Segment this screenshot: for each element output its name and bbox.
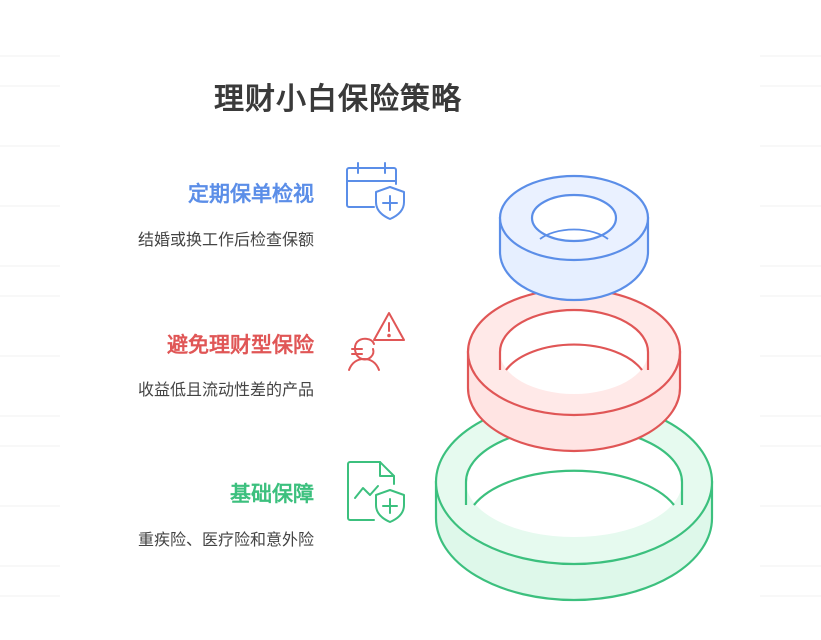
step-description-avoid: 收益低且流动性差的产品	[137, 380, 314, 399]
stacked-rings-illustration	[434, 174, 714, 602]
document-shield-icon	[347, 461, 405, 523]
ring-avoid-wealth-insurance	[466, 287, 682, 453]
ring-basic-protection	[434, 398, 714, 602]
step-heading-review: 定期保单检视	[188, 182, 314, 206]
step-description-basic: 重疾险、医疗险和意外险	[137, 530, 314, 549]
step-heading-basic: 基础保障	[230, 482, 314, 506]
ring-policy-review	[498, 174, 650, 302]
calendar-shield-icon	[346, 162, 405, 220]
person-warning-icon	[348, 312, 405, 371]
step-description-review: 结婚或换工作后检查保额	[137, 230, 314, 249]
diagram-title: 理财小白保险策略	[214, 82, 462, 117]
step-heading-avoid: 避免理财型保险	[167, 333, 314, 357]
